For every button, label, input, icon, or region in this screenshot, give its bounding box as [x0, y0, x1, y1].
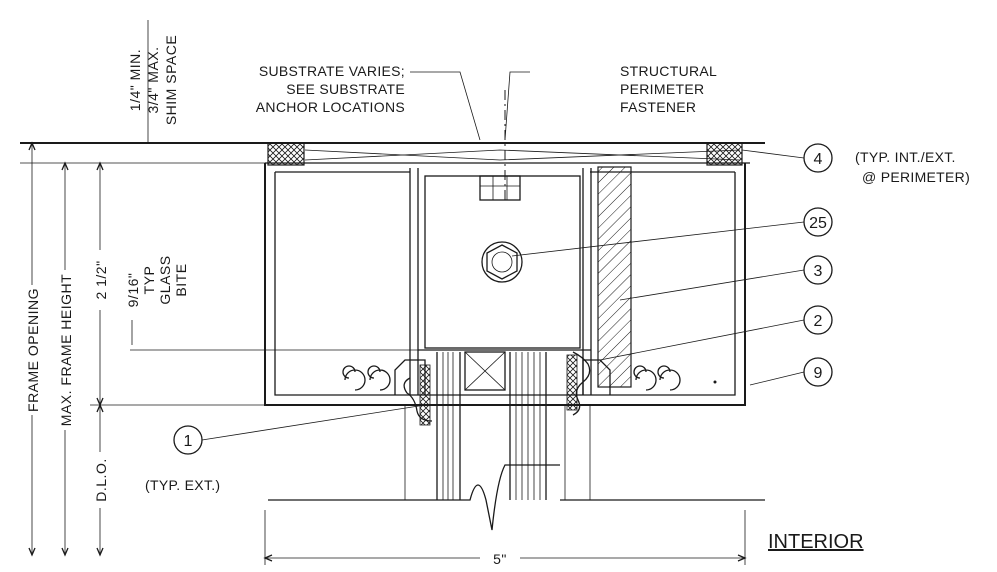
interior-gasket	[566, 351, 591, 416]
dim-max-frame-height: MAX. FRAME HEIGHT	[58, 274, 74, 426]
note-typ-ext: (TYP. EXT.)	[145, 477, 220, 493]
dim-bite-1: 9/16"	[125, 273, 141, 308]
dim-two-half: 2 1/2"	[93, 260, 109, 299]
note-substrate-2: SEE SUBSTRATE	[286, 81, 405, 97]
note-perimeter-2: @ PERIMETER)	[862, 169, 970, 185]
note-structural-1: STRUCTURAL	[620, 63, 717, 79]
callout-2-label: 2	[814, 313, 823, 330]
dim-bite-3: GLASS	[157, 255, 173, 304]
note-structural-3: FASTENER	[620, 99, 696, 115]
note-structural-2: PERIMETER	[620, 81, 704, 97]
callout-25-label: 25	[809, 215, 827, 232]
bolt-head-outer	[481, 241, 523, 283]
dim-frame-opening: FRAME OPENING	[25, 288, 41, 412]
break-line	[420, 464, 560, 531]
sealant-left	[267, 142, 305, 166]
bolt-head-hex	[486, 244, 518, 280]
callout-3-label: 3	[814, 263, 823, 280]
callout-1-label: 1	[184, 433, 193, 450]
shim-wedge	[304, 149, 741, 161]
fastener-nut	[479, 175, 521, 201]
callout-4-label: 4	[814, 151, 823, 168]
sealant-right	[706, 142, 743, 166]
exterior-gasket	[403, 364, 433, 426]
callout-9-label: 9	[814, 365, 823, 382]
dim-shim-3: SHIM SPACE	[163, 35, 179, 125]
note-substrate-3: ANCHOR LOCATIONS	[256, 99, 405, 115]
note-perimeter-1: (TYP. INT./EXT.	[855, 149, 956, 165]
fastener-block	[424, 175, 581, 349]
dim-dlo: D.L.O.	[93, 458, 109, 501]
dim-shim-1: 1/4" MIN.	[127, 49, 143, 111]
setting-block	[464, 351, 506, 391]
glass-exterior-lite	[436, 352, 461, 500]
dim-shim-2: 3/4" MAX.	[145, 46, 161, 113]
dim-bite-4: BITE	[173, 263, 189, 296]
note-interior: INTERIOR	[768, 531, 864, 553]
hatched-insert	[597, 166, 632, 388]
note-substrate-1: SUBSTRATE VARIES;	[259, 63, 405, 79]
glass-interior-lite	[509, 352, 547, 500]
dim-width-label: 5"	[493, 551, 507, 567]
frame-outline	[264, 163, 746, 406]
dim-bite-2: TYP	[141, 266, 157, 295]
